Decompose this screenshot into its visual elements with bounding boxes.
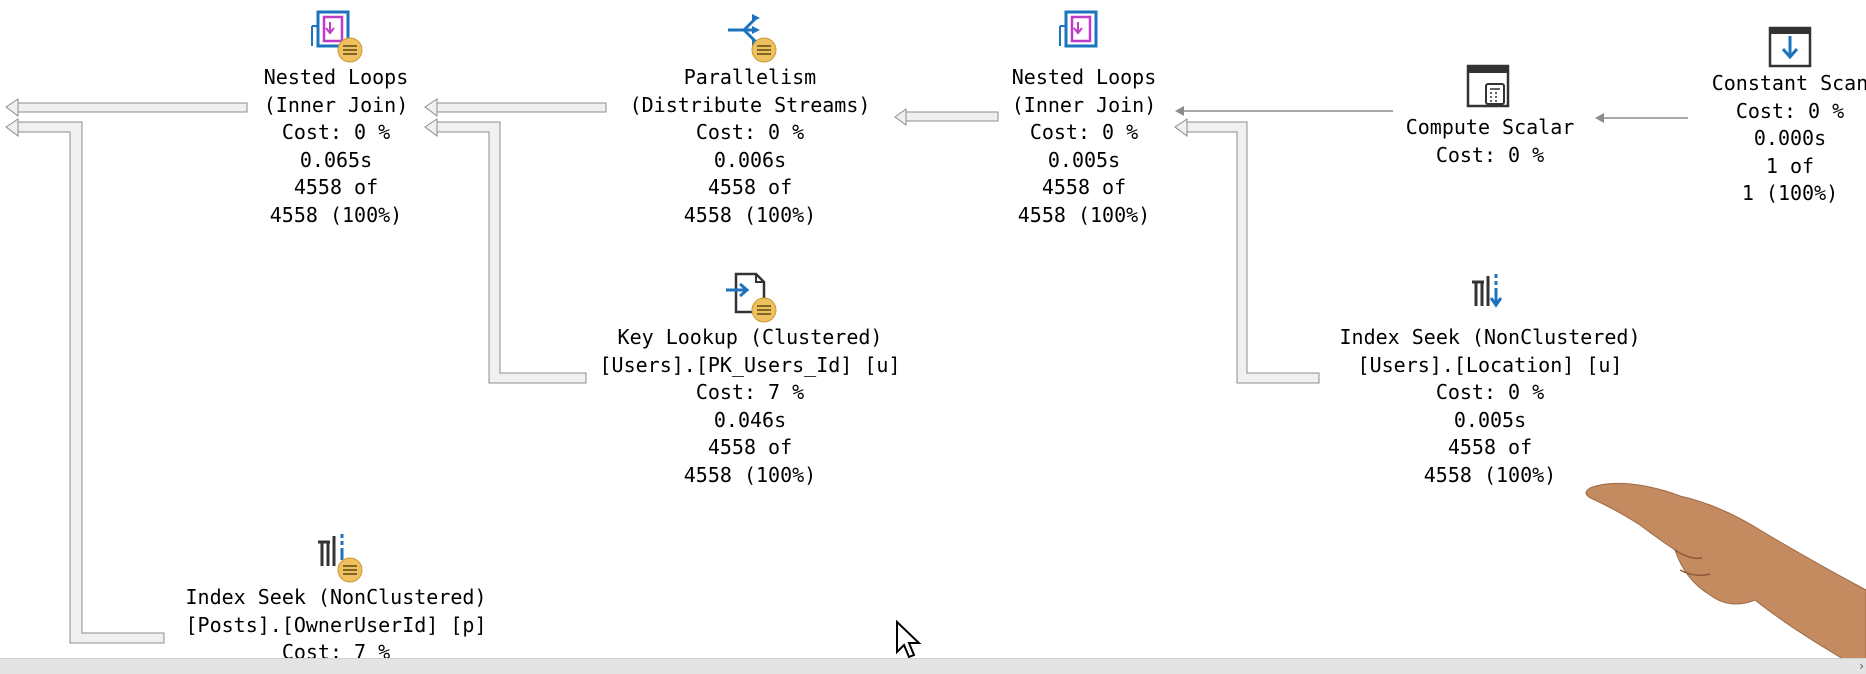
node-title: Nested Loops	[263, 65, 409, 89]
wire-key-lookup-to-parallelism	[436, 121, 587, 384]
node-title: Key Lookup (Clustered)	[617, 325, 883, 349]
node-rows-estimate: 4558 (100%)	[1017, 202, 1151, 227]
node-title: Index Seek (NonClustered)	[185, 585, 487, 609]
plan-node-nested-loops-inner[interactable]: Nested Loops (Inner Join) Cost: 0 % 0.00…	[934, 8, 1234, 229]
nested-loops-icon	[1059, 10, 1098, 48]
node-time: 0.046s	[713, 407, 787, 432]
node-time: 0.005s	[1453, 407, 1527, 432]
node-rows-estimate: 1 (100%)	[1741, 181, 1839, 205]
plan-node-parallelism[interactable]: Parallelism (Distribute Streams) Cost: 0…	[600, 8, 900, 229]
node-time: 0.005s	[1047, 147, 1121, 172]
node-cost: Cost: 0 %	[1029, 120, 1139, 144]
plan-node-index-seek-posts[interactable]: Index Seek (NonClustered) [Posts].[Owner…	[166, 530, 506, 667]
scroll-right-arrow-icon[interactable]: ›	[1859, 659, 1864, 673]
index-seek-icon	[1472, 274, 1503, 308]
node-time: 0.006s	[713, 147, 787, 172]
arrowhead-4	[424, 118, 438, 137]
node-time: 0.000s	[1753, 126, 1827, 150]
wire-index-seek-location-to-nested-loops	[1186, 121, 1320, 384]
node-rows-estimate: 4558 (100%)	[269, 202, 403, 227]
arrowhead-thin-2	[1595, 113, 1604, 123]
node-cost: Cost: 0 %	[1435, 380, 1545, 404]
node-title: Constant Scan	[1711, 71, 1866, 95]
node-rows: 4558 of	[1447, 435, 1533, 459]
node-rows: 4558 of	[707, 435, 793, 459]
key-lookup-icon	[726, 272, 777, 323]
node-rows-estimate: 4558 (100%)	[683, 202, 817, 227]
node-subtitle: (Inner Join)	[263, 92, 409, 117]
node-object: [Posts].[OwnerUserId] [p]	[185, 612, 487, 637]
plan-node-nested-loops-outer[interactable]: Nested Loops (Inner Join) Cost: 0 % 0.06…	[186, 8, 486, 229]
node-rows: 4558 of	[293, 175, 379, 199]
plan-node-compute-scalar[interactable]: Compute Scalar Cost: 0 %	[1370, 62, 1610, 169]
horizontal-scrollbar[interactable]: ›	[0, 658, 1866, 674]
node-title: Compute Scalar	[1405, 115, 1575, 139]
node-title: Nested Loops	[1011, 65, 1157, 89]
node-cost: Cost: 0 %	[1435, 142, 1545, 167]
node-rows: 4558 of	[1041, 175, 1127, 199]
node-cost: Cost: 7 %	[695, 380, 805, 404]
node-time: 0.065s	[299, 147, 373, 172]
node-rows-estimate: 4558 (100%)	[683, 462, 817, 487]
node-subtitle: (Inner Join)	[1011, 92, 1157, 117]
arrowhead-thin-1	[1175, 106, 1184, 116]
compute-scalar-icon	[1466, 64, 1510, 108]
parallelism-icon	[728, 14, 777, 63]
arrowhead-6	[1174, 118, 1188, 137]
arrowhead-5	[894, 108, 907, 126]
node-subtitle: (Distribute Streams)	[629, 92, 871, 117]
node-cost: Cost: 0 %	[281, 120, 391, 144]
plan-node-key-lookup[interactable]: Key Lookup (Clustered) [Users].[PK_Users…	[580, 270, 920, 489]
plan-node-index-seek-location[interactable]: Index Seek (NonClustered) [Users].[Locat…	[1310, 270, 1670, 489]
node-object: [Users].[PK_Users_Id] [u]	[599, 352, 901, 377]
node-title: Parallelism	[683, 65, 817, 89]
node-object: [Users].[Location] [u]	[1357, 352, 1623, 377]
node-rows: 4558 of	[707, 175, 793, 199]
index-seek-icon	[318, 534, 363, 583]
arrowhead-1	[5, 98, 19, 117]
nested-loops-icon	[311, 10, 363, 63]
node-cost: Cost: 0 %	[1735, 98, 1845, 123]
mouse-cursor	[896, 620, 922, 659]
node-cost: Cost: 0 %	[695, 120, 805, 144]
node-rows: 1 of	[1765, 153, 1815, 178]
plan-node-constant-scan[interactable]: Constant Scan Cost: 0 % 0.000s 1 of 1 (1…	[1690, 22, 1866, 208]
pointing-hand	[1585, 482, 1866, 673]
arrowhead-2	[5, 118, 19, 137]
node-rows-estimate: 4558 (100%)	[1423, 462, 1557, 487]
constant-scan-icon	[1768, 26, 1812, 68]
wire-index-seek-posts-to-nested-loops	[17, 121, 165, 644]
node-title: Index Seek (NonClustered)	[1339, 325, 1641, 349]
arrowhead-3	[424, 98, 438, 117]
